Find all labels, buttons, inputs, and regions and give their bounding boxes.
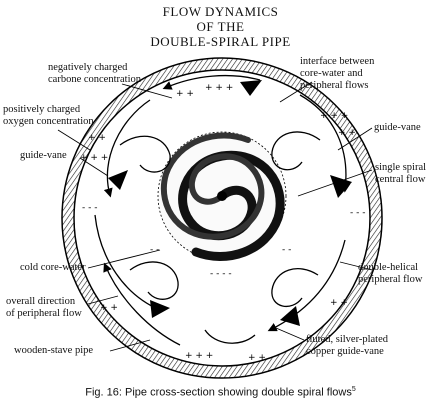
svg-text:+ +: + + [88, 133, 106, 143]
svg-text:- - -: - - - [350, 208, 365, 218]
caption-footnote-ref: 5 [351, 386, 356, 393]
svg-text:- - - -: - - - - [210, 269, 232, 279]
title-line-2: OF THE [196, 19, 245, 34]
svg-text:- - -: - - - [82, 203, 97, 213]
figure-caption: Fig. 16: Pipe cross-section showing doub… [85, 386, 356, 399]
title-line-1: FLOW DYNAMICS [162, 4, 279, 19]
label-guide-vane-right: guide-vane [374, 122, 421, 133]
svg-text:+ + +: + + + [320, 111, 348, 121]
core-spiral [157, 131, 287, 262]
label-cold-core: cold core-water [20, 262, 86, 273]
svg-text:- -: - - [150, 245, 159, 255]
svg-text:+ + +: + + + [80, 153, 108, 163]
guide-vanes [108, 80, 352, 326]
leader-lines [57, 81, 373, 352]
svg-text:+ + +: + + + [185, 351, 213, 361]
svg-text:+ +: + + [330, 298, 348, 308]
peripheral-loops [94, 74, 351, 346]
label-guide-vane-left: guide-vane [20, 150, 67, 161]
charge-marks: + + + + + + + + + + + + + + + - - - - - … [80, 83, 365, 363]
svg-text:+ +: + + [176, 89, 194, 99]
svg-text:+ +: + + [248, 353, 266, 363]
svg-text:+ + +: + + + [205, 83, 233, 93]
label-wooden-stave: wooden-stave pipe [14, 345, 94, 356]
svg-text:- -: - - [282, 245, 291, 255]
title-line-3: DOUBLE-SPIRAL PIPE [150, 34, 291, 49]
svg-text:+ +: + + [338, 128, 356, 138]
svg-text:+ +: + + [100, 303, 118, 313]
